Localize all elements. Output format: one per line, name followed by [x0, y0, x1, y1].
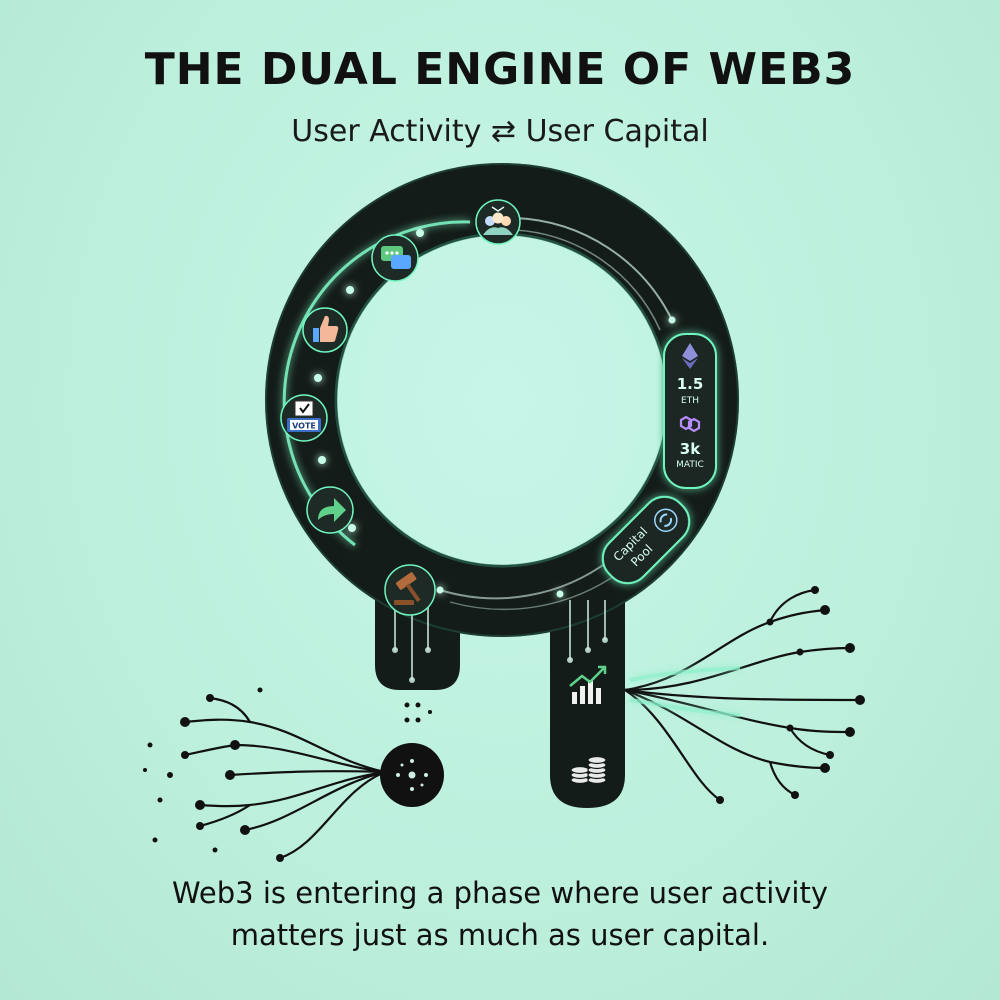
governance-gavel-icon: [384, 564, 436, 616]
page-title: THE DUAL ENGINE OF WEB3: [144, 44, 856, 95]
caption-line-1: Web3 is entering a phase where user acti…: [171, 876, 829, 910]
chat-icon: [371, 234, 419, 282]
caption: Web3 is entering a phase where user acti…: [0, 872, 1000, 956]
vote-icon: VOTE: [280, 394, 328, 442]
caption-line-2: matters just as much as user capital.: [230, 918, 770, 952]
capital-network-nodes: [716, 586, 865, 804]
capital-network-glow: [629, 666, 741, 717]
community-icon: [475, 199, 521, 245]
matic-amount: 3k: [680, 440, 701, 458]
polygon-icon: [679, 415, 701, 433]
eth-unit: ETH: [681, 396, 699, 406]
matic-unit: MATIC: [676, 460, 704, 470]
growth-chart-icon: [569, 665, 607, 704]
coin-stack-icon: [570, 755, 607, 785]
swap-icon: [654, 508, 678, 532]
vote-label: VOTE: [292, 422, 316, 431]
activity-network: [184, 696, 386, 860]
page-subtitle: User Activity ⇄ User Capital: [291, 114, 709, 149]
capital-network: [624, 588, 861, 801]
activity-network-nodes: [143, 687, 284, 862]
capital-pool-badge: Capital Pool: [601, 495, 691, 585]
share-icon: [306, 486, 354, 534]
like-icon: [302, 307, 348, 353]
eth-amount: 1.5: [677, 375, 704, 393]
ethereum-icon: [682, 343, 698, 369]
capital-stem: [550, 580, 625, 808]
capital-token-panel: 1.5 ETH 3k MATIC: [663, 333, 717, 489]
